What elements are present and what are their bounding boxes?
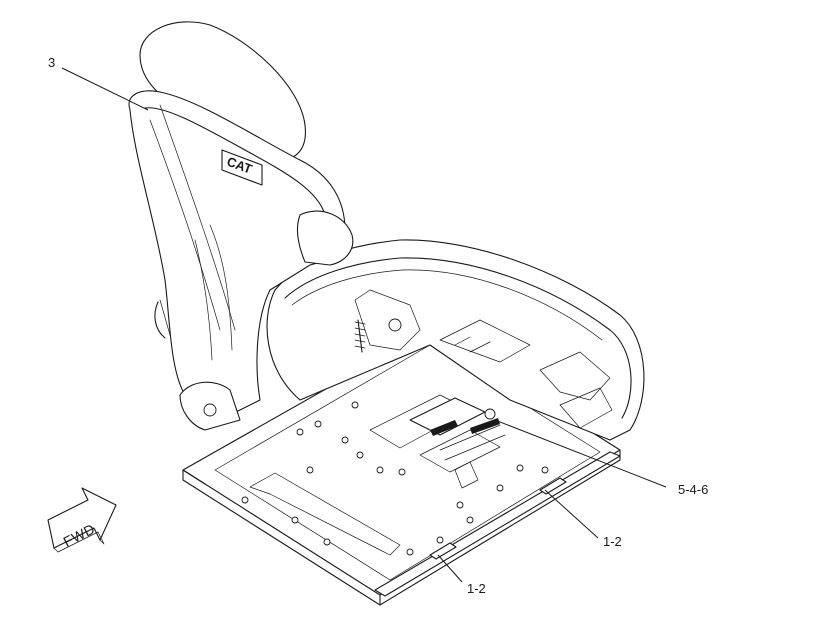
plate-holes [241,401,549,556]
leader-lines [61,67,667,583]
recline-lever [159,299,171,336]
seat-backrest: CAT [128,21,354,431]
leader-1-2-right [544,489,599,539]
slide-rail-left [182,469,206,485]
seat-cushion [266,239,645,441]
leader-1-2-bottom [437,554,463,583]
callout-5-4-6: 5-4-6 [678,482,708,497]
adjuster-mechanism [409,397,506,489]
callout-1-2-bottom: 1-2 [467,581,486,596]
latch-housing [439,319,531,363]
leader-3 [61,67,149,111]
lever-bracket [354,289,421,351]
adjuster-handle [559,387,613,429]
tension-spring-left [357,319,363,353]
leader-5-4-6 [494,419,667,488]
slide-rail-front [374,451,621,597]
callout-3: 3 [48,55,55,70]
forward-arrow-icon [47,487,117,549]
fwd-arrow-badge: FWD [47,487,117,553]
cat-logo: CAT [221,149,263,186]
callout-1-2-right: 1-2 [603,534,622,549]
